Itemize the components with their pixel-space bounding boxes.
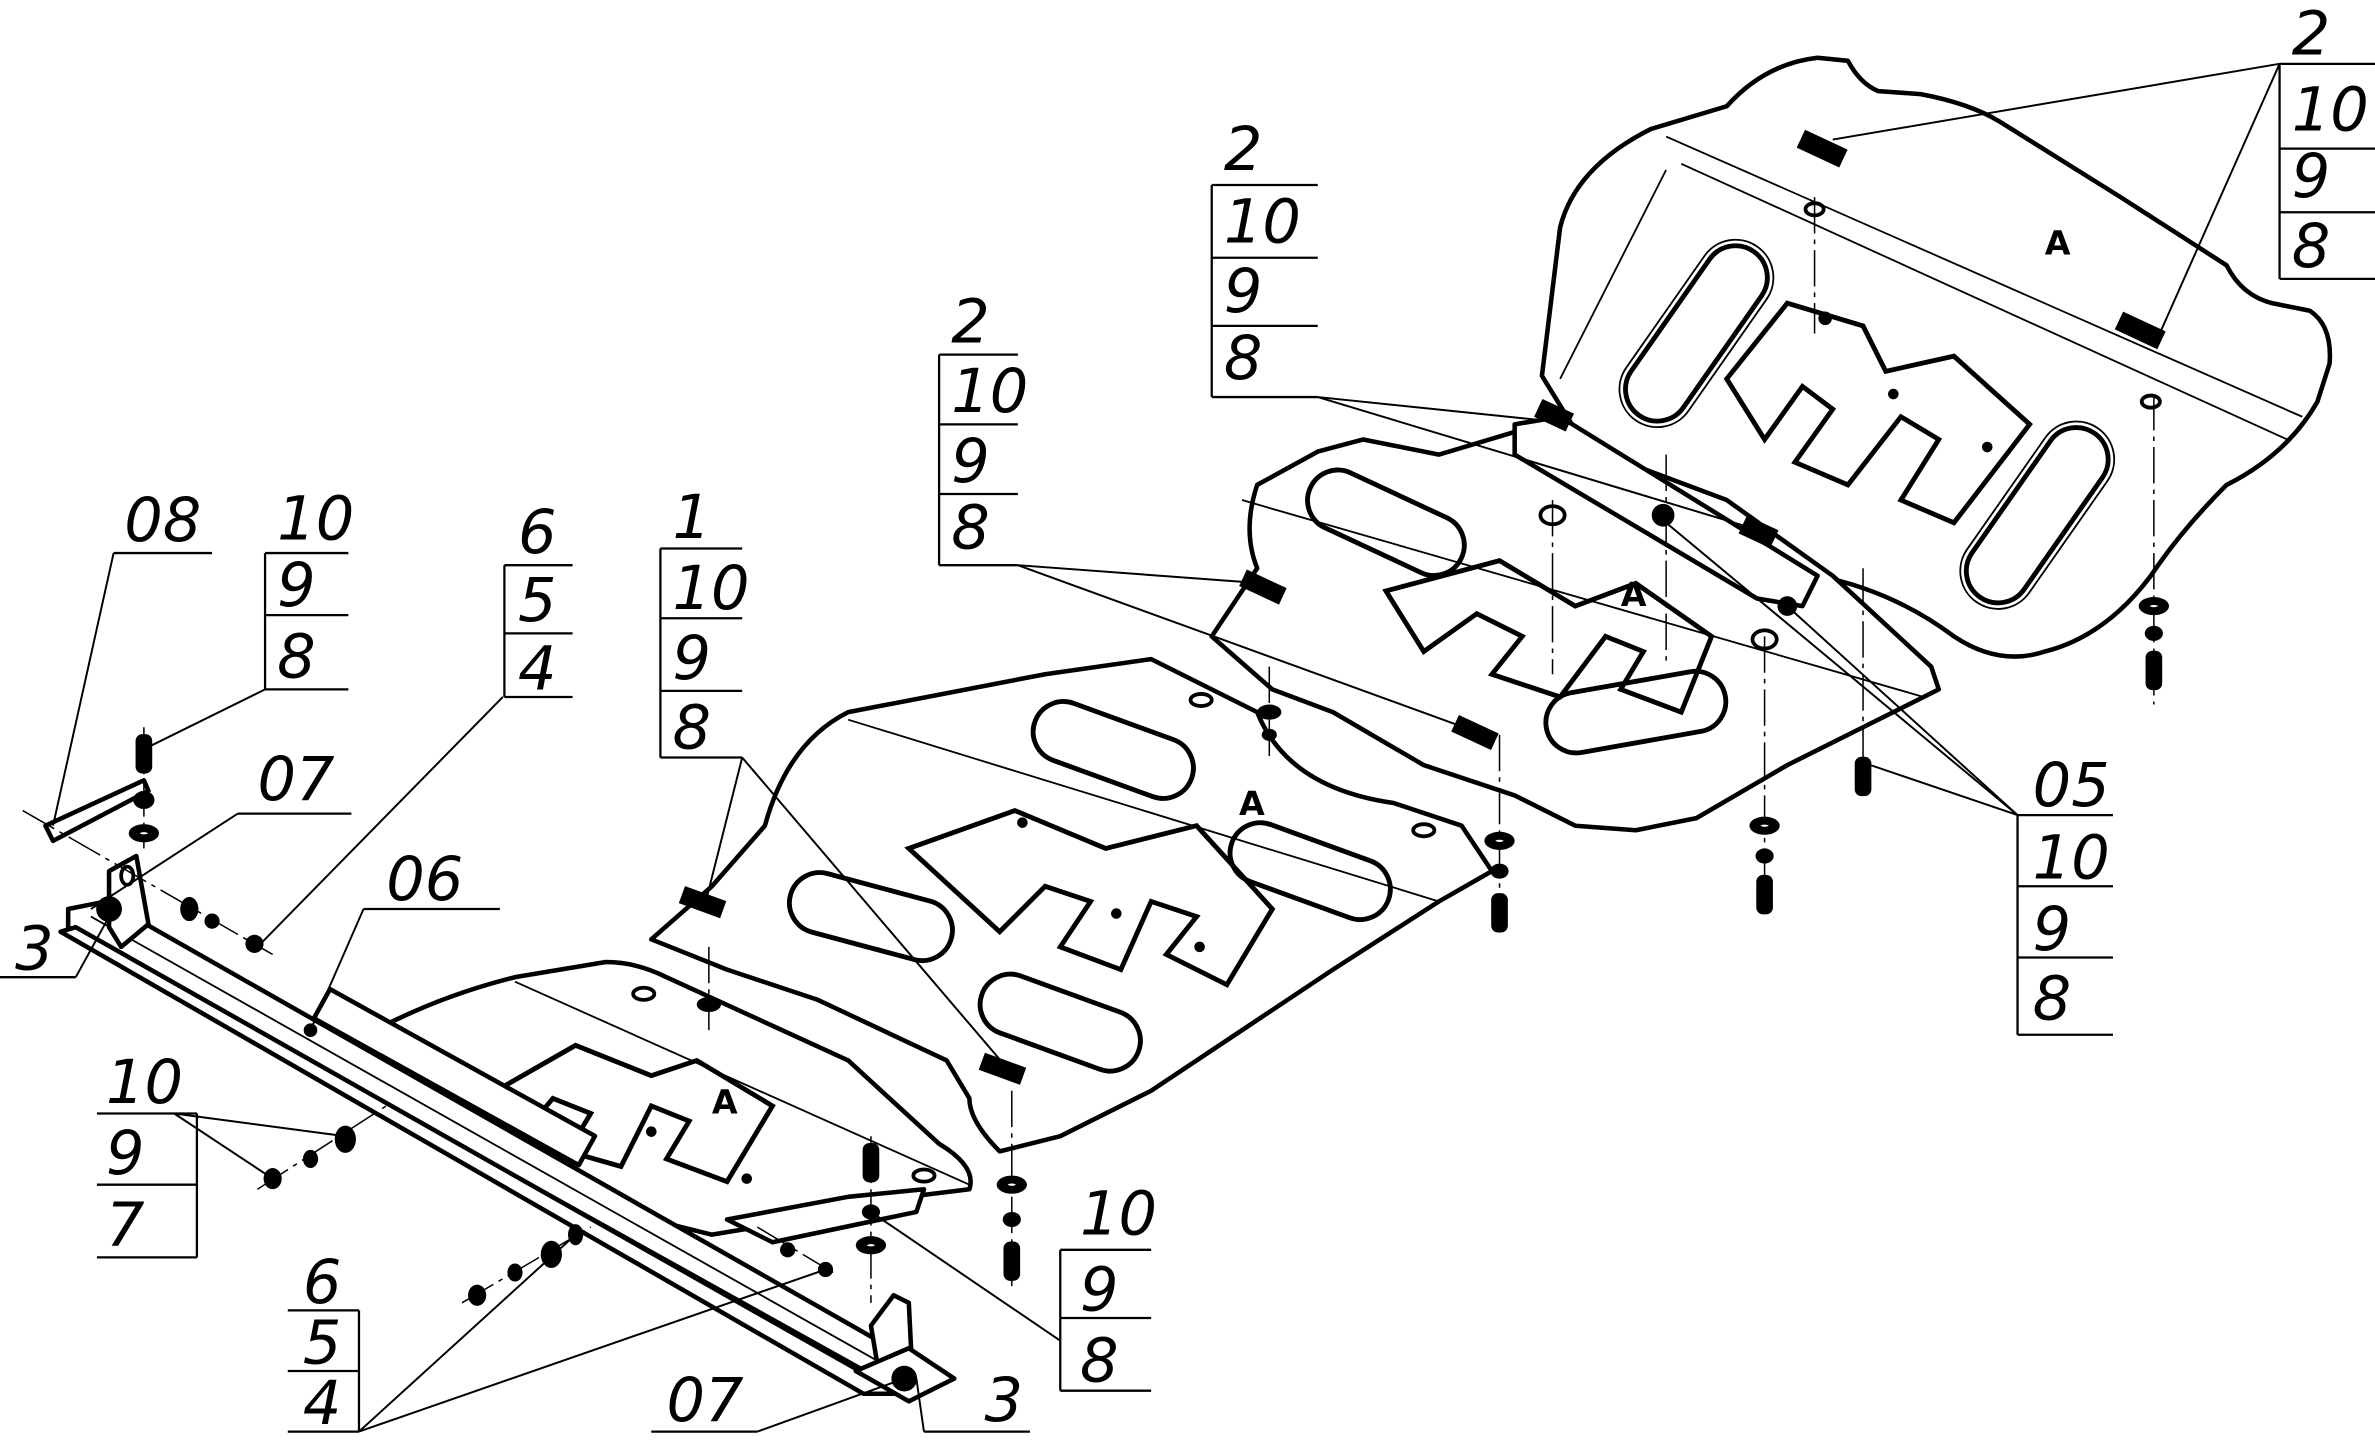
callout-label: 4	[518, 634, 557, 704]
callout-left-06: 06	[363, 845, 500, 915]
callout-left-bracket: 08	[113, 486, 213, 556]
callout-left-3: 3	[0, 915, 76, 985]
callout-label: 3	[985, 1366, 1024, 1436]
callout-label: 9	[673, 624, 712, 694]
leader-lines	[52, 62, 2281, 1433]
callout-top-right: 2 10 9 8	[2278, 0, 2375, 282]
panel-mark-a: A	[2045, 224, 2071, 263]
callout-label: 8	[951, 494, 990, 564]
callout-label: 07	[257, 745, 334, 815]
callout-left-nut: 6 5 4	[503, 498, 573, 704]
callout-label: 9	[951, 427, 990, 497]
panel-mark-a-3: A	[1239, 784, 1265, 823]
callout-label: 10	[951, 357, 1028, 427]
panel-mark-a-4: A	[712, 1082, 738, 1121]
callout-bottom-07: 07	[651, 1366, 758, 1436]
callout-label: 8	[1080, 1327, 1119, 1397]
bracket-07-right	[853, 1292, 957, 1404]
callout-label: 8	[1224, 324, 1263, 394]
callout-label: 8	[2292, 212, 2331, 282]
callout-label: 08	[124, 486, 201, 556]
callout-label: 10	[277, 484, 354, 554]
fastener-stacks	[22, 197, 2170, 1306]
callout-label: 10	[2033, 824, 2110, 894]
panel-mark-a-2: A	[1621, 575, 1647, 614]
callout-left-07: 07	[237, 745, 352, 815]
callout-mid: 2 10 9 8	[937, 288, 1028, 567]
callout-center: 1 10 9 8	[659, 483, 750, 763]
callout-label: 8	[673, 693, 712, 763]
callout-label: 6	[518, 498, 557, 568]
callout-label: 10	[2292, 75, 2369, 145]
crossbar-06	[58, 899, 934, 1396]
callout-label: 9	[277, 551, 316, 621]
callout-bottom-3: 3	[923, 1366, 1030, 1436]
callout-label: 05	[2033, 751, 2110, 821]
callout-label: 10	[1224, 188, 1301, 258]
callout-label: 10	[1080, 1180, 1157, 1250]
callout-upper-mid: 2 10 9 8	[1210, 115, 1318, 399]
callout-label: 9	[2033, 895, 2072, 965]
panel-transfer-skid-plate: A	[346, 959, 973, 1237]
callout-label: 9	[1224, 257, 1263, 327]
callout-label: 2	[2292, 0, 2331, 70]
callout-label: 8	[2033, 965, 2072, 1035]
callout-bottom-mid: 10 9 8	[1059, 1180, 1157, 1397]
callout-right-05: 05 10 9 8	[2016, 751, 2113, 1036]
callout-label: 5	[518, 566, 557, 636]
embossed-slots-left	[465, 1042, 776, 1185]
callout-label: 1	[673, 483, 712, 553]
callout-label: 8	[277, 622, 316, 692]
callout-label: 3	[15, 915, 54, 985]
embossed-slots-middle	[1305, 467, 1729, 756]
callout-label: 2	[951, 288, 990, 358]
callout-label: 10	[673, 554, 750, 624]
callout-label: 5	[303, 1308, 342, 1378]
callout-label: 10	[106, 1048, 183, 1118]
callout-label: 07	[666, 1366, 743, 1436]
callout-label: 06	[386, 845, 463, 915]
callout-label: 4	[303, 1369, 342, 1439]
callout-bottom-left-bolt: 10 9 7	[96, 1048, 199, 1260]
embossed-slots-center	[787, 699, 1393, 1074]
callout-bottom-left-nut: 6 5 4	[287, 1248, 361, 1439]
callout-label: 9	[1080, 1255, 1119, 1325]
panel-gearbox-skid-plate: A	[649, 656, 1495, 1154]
callout-label: 6	[303, 1248, 342, 1318]
callout-label: 2	[1224, 115, 1263, 185]
callout-label: 7	[106, 1190, 145, 1260]
callout-label: 9	[106, 1119, 145, 1189]
bracket-08	[43, 777, 151, 844]
callout-left-bolt: 10 9 8	[263, 484, 354, 692]
callout-label: 9	[2292, 142, 2331, 212]
embossed-slots	[1618, 238, 2116, 610]
angled-brace	[724, 1186, 927, 1245]
